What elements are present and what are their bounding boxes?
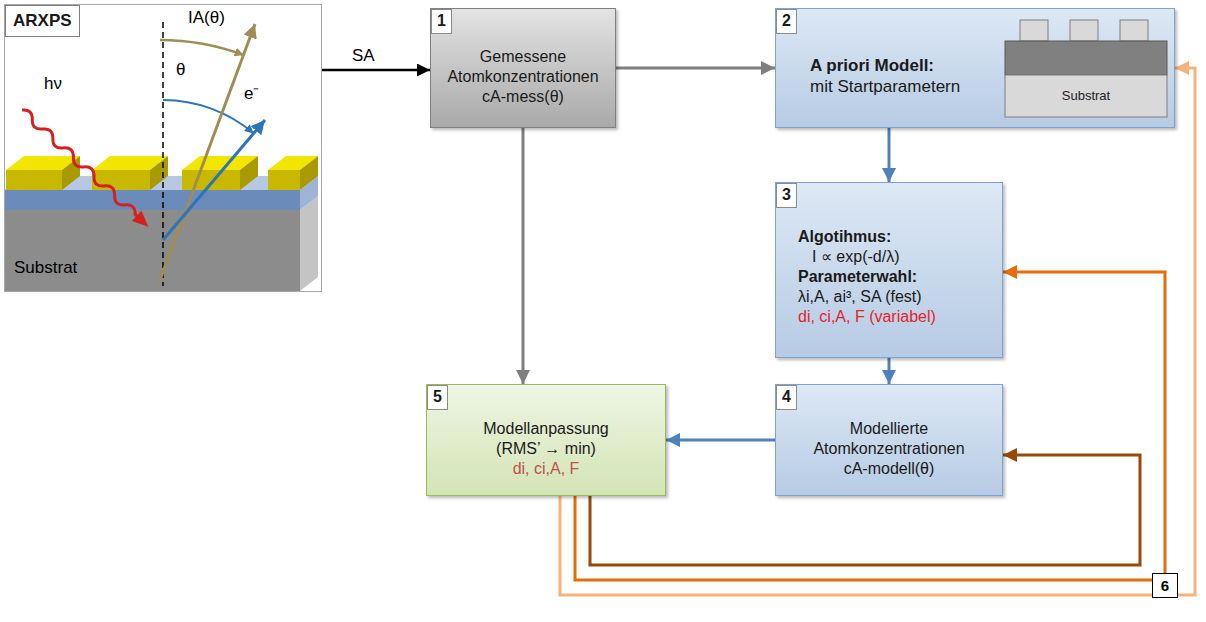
structure-block xyxy=(1120,20,1148,41)
step-number: 5 xyxy=(427,385,448,410)
structure-side xyxy=(62,156,80,190)
box-text: Modellierte Atomkonzentrationen xyxy=(782,419,996,459)
flow-arrow xyxy=(888,128,891,182)
model-box: 2 A priori Modell:mit Startparametern Subs… xyxy=(775,8,1175,128)
structure-side xyxy=(240,156,258,190)
process-box: 1Gemessene AtomkonzentrationencA-mess(θ) xyxy=(430,8,616,128)
box-text: mit Startparametern xyxy=(810,76,960,97)
box-heading: A priori Modell: xyxy=(810,55,934,76)
step-number: 1 xyxy=(431,9,452,34)
photon-label: hν xyxy=(44,74,62,94)
flow-arrow xyxy=(522,128,525,384)
flow-arrow xyxy=(616,67,775,70)
parameter-list: λi,A, ai³, SA (fest) xyxy=(798,287,922,307)
substrate-label: Substrat xyxy=(14,258,77,278)
box-text: Gemessene Atomkonzentrationen xyxy=(437,47,609,87)
structure-block xyxy=(1020,20,1048,41)
photon-arrow xyxy=(17,105,153,232)
angle-arc xyxy=(160,40,244,55)
fit-box: 5Modellanpassung(RMS’ → min)di, ci,A, F xyxy=(426,384,666,496)
layer-front xyxy=(4,190,300,210)
step-number: 4 xyxy=(776,385,797,410)
flow-arrow xyxy=(560,68,1195,595)
yellow-structures xyxy=(6,156,318,190)
structure-block xyxy=(1070,20,1098,41)
formula: cA-mess(θ) xyxy=(482,87,564,107)
substrate-side xyxy=(300,196,318,291)
substrate-block xyxy=(1005,75,1167,117)
intensity-label: IA(θ) xyxy=(188,8,225,28)
box-text: Modellanpassung xyxy=(483,419,608,439)
substrate-front xyxy=(4,210,300,291)
arrow-head xyxy=(132,211,153,232)
flow-arrow xyxy=(322,69,430,72)
layer-block xyxy=(1005,41,1167,75)
box-heading: Parameterwahl: xyxy=(798,267,917,287)
illustration-panel: ARXPS xyxy=(4,4,322,292)
structure-side xyxy=(150,156,168,190)
angle-label: θ xyxy=(176,60,185,80)
flow-arrow xyxy=(666,439,775,442)
formula: cA-modell(θ) xyxy=(844,459,935,479)
box-heading: Algotihmus: xyxy=(798,227,891,247)
intensity-arrow xyxy=(160,24,255,280)
electron-label: e⁻ xyxy=(244,84,259,104)
panel-title: ARXPS xyxy=(5,5,80,37)
parameter-list: di, ci,A, F (variabel) xyxy=(798,307,936,327)
process-box: 3Algotihmus:I ∝ exp(-d/λ)Parameterwahl:λ… xyxy=(775,182,1003,358)
structure-side xyxy=(300,156,318,190)
flow-arrow xyxy=(590,455,1140,565)
structure-front xyxy=(268,170,300,190)
structure-front xyxy=(6,170,62,190)
parameter-list: di, ci,A, F xyxy=(513,459,580,479)
step-number: 3 xyxy=(776,183,797,208)
signal-label: SA xyxy=(350,46,377,66)
callout-number: 6 xyxy=(1152,573,1178,598)
step-number: 2 xyxy=(776,9,797,34)
panel-ground xyxy=(4,4,322,292)
angle-arc xyxy=(163,100,254,133)
electron-arrow xyxy=(163,120,265,240)
structure-front xyxy=(182,170,240,190)
process-box: 4Modellierte AtomkonzentrationencA-model… xyxy=(775,384,1003,496)
layer-label: Substrat xyxy=(1004,75,1168,117)
flow-arrow xyxy=(888,358,891,384)
formula: (RMS’ → min) xyxy=(496,439,596,459)
surface-normal xyxy=(162,22,164,286)
formula: I ∝ exp(-d/λ) xyxy=(798,247,899,267)
layer-model-sketch xyxy=(1004,19,1168,119)
photon-wave xyxy=(19,107,141,220)
